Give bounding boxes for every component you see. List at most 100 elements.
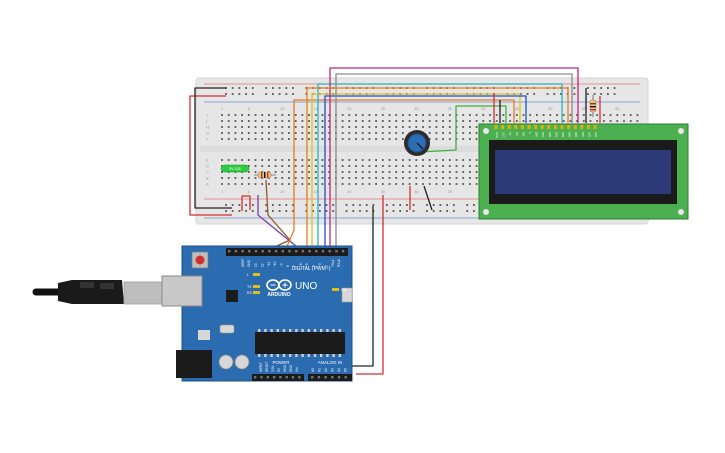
column-number: 55 bbox=[582, 106, 587, 111]
lcd-resistor[interactable] bbox=[589, 95, 597, 117]
column-number: 60 bbox=[615, 106, 620, 111]
atmega-chip bbox=[255, 332, 345, 354]
digital-pin-label: ~10 bbox=[273, 261, 277, 267]
analog-pin-label: A2 bbox=[324, 368, 328, 372]
power-label: POWER bbox=[272, 360, 290, 365]
wires[interactable] bbox=[189, 67, 601, 375]
header-holes bbox=[228, 250, 347, 379]
digital-pin-label: 8 bbox=[286, 265, 290, 267]
column-number: 1 bbox=[221, 106, 224, 111]
pot-indicator bbox=[416, 142, 424, 150]
row-letter: H bbox=[206, 125, 209, 130]
lcd-pin-label: DB0 bbox=[535, 132, 539, 138]
column-number: 40 bbox=[481, 106, 486, 111]
column-number: 5 bbox=[248, 106, 251, 111]
power-jack bbox=[176, 350, 212, 378]
row-letter: F bbox=[206, 137, 209, 142]
column-number: 1 bbox=[221, 189, 224, 194]
column-number: 30 bbox=[414, 106, 419, 111]
lcd-pin-label: DB4 bbox=[561, 132, 565, 138]
led-resistor[interactable] bbox=[254, 171, 276, 179]
lcd-pin-label: RS bbox=[515, 132, 519, 136]
digital-pin-label: 2 bbox=[324, 265, 328, 267]
crystal bbox=[219, 324, 235, 334]
column-number: 35 bbox=[448, 106, 453, 111]
analog-header bbox=[308, 374, 352, 381]
wire-yellow-db4 bbox=[311, 93, 521, 251]
lcd-pin-label: DB2 bbox=[548, 132, 552, 138]
column-number: 15 bbox=[314, 106, 319, 111]
digital-pin-label: ~6 bbox=[299, 263, 303, 267]
analog-pin-label: A3 bbox=[331, 368, 335, 372]
led-l-indicator bbox=[253, 273, 260, 276]
led-on-label: ON bbox=[341, 288, 347, 292]
digital-pin-label: ~11 bbox=[267, 262, 271, 267]
digital-pin-label: ~3 bbox=[318, 263, 322, 267]
digital-header bbox=[226, 248, 348, 256]
lcd-mount-hole bbox=[483, 209, 489, 215]
lcd-pin-label: GND bbox=[495, 132, 499, 138]
row-letter: D bbox=[206, 164, 209, 169]
digital-pin-label: 7 bbox=[292, 265, 296, 267]
wire-brown-led bbox=[265, 179, 291, 251]
arduino-uno[interactable]: ARDUINO UNO DIGITAL (PWM~) L TX RX ON PO… bbox=[161, 245, 353, 382]
wire-purple-led bbox=[257, 195, 303, 252]
lcd-pin-label: RW bbox=[521, 132, 525, 137]
power-pin-label: 5V bbox=[277, 367, 281, 372]
reset-button-cap[interactable] bbox=[195, 255, 205, 265]
analog-label: ANALOG IN bbox=[318, 360, 343, 365]
column-number: 10 bbox=[280, 189, 285, 194]
row-letter: G bbox=[206, 131, 209, 136]
wire-orange-rs bbox=[284, 99, 515, 252]
wire-grey-db7 bbox=[335, 73, 573, 251]
column-number: 10 bbox=[280, 106, 285, 111]
wire-orange-2 bbox=[306, 87, 569, 251]
power-pin-label: IOREF bbox=[259, 362, 263, 372]
digital-pin-label: ~9 bbox=[280, 263, 284, 267]
wire-green-v0 bbox=[419, 105, 507, 153]
column-number: 15 bbox=[314, 189, 319, 194]
wire-magenta-db6 bbox=[329, 67, 579, 251]
wire-red-5v-main bbox=[356, 195, 384, 375]
led-rx-indicator bbox=[253, 291, 260, 294]
lcd-pin-label: DB3 bbox=[554, 132, 558, 138]
lcd-screen bbox=[495, 150, 671, 194]
power-pin-label: GND bbox=[289, 364, 293, 372]
lcd-pin-label: LED bbox=[587, 132, 591, 137]
potentiometer[interactable] bbox=[404, 130, 430, 156]
usb-cable bbox=[32, 280, 163, 305]
digital-pin-label: 12 bbox=[260, 263, 264, 267]
lcd-pin-label: V0 bbox=[508, 132, 512, 136]
wire-black-pot bbox=[423, 185, 433, 211]
analog-pin-label: A4 bbox=[337, 368, 341, 372]
wire-red-left bbox=[189, 95, 232, 216]
column-number: 35 bbox=[448, 189, 453, 194]
column-number: 30 bbox=[414, 189, 419, 194]
column-number: 20 bbox=[347, 106, 352, 111]
digital-pin-label: 13 bbox=[254, 263, 258, 267]
lcd-pin-label: E bbox=[528, 132, 532, 134]
column-number: 25 bbox=[381, 189, 386, 194]
column-number: 20 bbox=[347, 189, 352, 194]
row-letter: B bbox=[206, 176, 209, 181]
lcd-pin-label: DB1 bbox=[541, 132, 545, 138]
row-letter: I bbox=[206, 119, 207, 124]
usb-port bbox=[161, 275, 203, 307]
led[interactable]: 5V 100 bbox=[220, 164, 250, 173]
pin-label-gnd: GND bbox=[247, 259, 251, 267]
digital-pin-label: RX◂0 bbox=[337, 259, 341, 267]
led-on-indicator bbox=[332, 288, 339, 291]
column-number: 5 bbox=[248, 189, 251, 194]
lcd-pin-label: DB6 bbox=[574, 132, 578, 138]
wire-cyan-e bbox=[317, 83, 563, 251]
icsp-header bbox=[341, 287, 353, 303]
digital-pin-label: TX▸1 bbox=[331, 259, 335, 267]
lcd-pin-label: LED bbox=[594, 132, 598, 137]
lcd-pin-label: DB7 bbox=[581, 132, 585, 138]
row-letter: E bbox=[206, 158, 209, 163]
